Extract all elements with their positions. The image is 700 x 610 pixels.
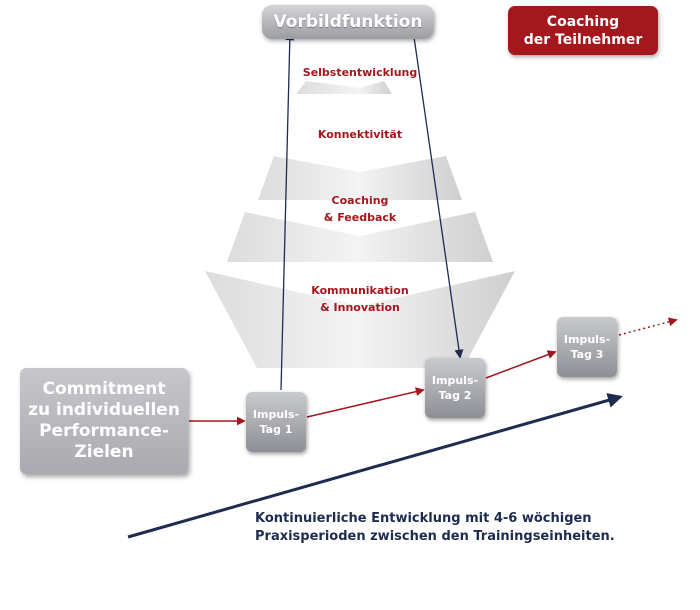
vorbildfunktion-badge: Vorbildfunktion <box>262 5 434 39</box>
impuls-tag-2-line-1: Impuls- <box>431 374 479 387</box>
pyramid-label-coaching-feedback: Coaching & Feedback <box>270 192 450 226</box>
commitment-line-3: Performance- <box>39 421 169 441</box>
development-arrow <box>127 393 623 539</box>
coaching-badge: Coaching der Teilnehmer <box>508 6 658 55</box>
caption-line-1: Kontinuierliche Entwicklung mit 4-6 wöch… <box>255 511 592 526</box>
coaching-line-2: der Teilnehmer <box>523 31 643 48</box>
pyramid-label-line: Kommunikation <box>311 284 409 297</box>
impuls-tag-2-line-2: Tag 2 <box>438 389 472 402</box>
flow-arrow-tag1-to-tag2 <box>306 387 425 418</box>
vorbildfunktion-label: Vorbildfunktion <box>273 12 423 32</box>
pyramid-label-line: Konnektivität <box>317 128 403 141</box>
coaching-line-1: Coaching <box>546 13 620 30</box>
commitment-box: Commitment zu individuellen Performance-… <box>20 368 188 474</box>
pyramid-label-konnektivitaet: Konnektivität <box>270 126 450 143</box>
commitment-line-1: Commitment <box>42 379 166 399</box>
impuls-tag-3-line-1: Impuls- <box>563 333 611 346</box>
impuls-tag-2-box: Impuls- Tag 2 <box>425 358 485 418</box>
impuls-tag-3-line-2: Tag 3 <box>570 348 604 361</box>
commitment-line-4: Zielen <box>74 442 134 462</box>
impuls-tag-1-line-1: Impuls- <box>252 408 300 421</box>
pyramid-label-line: Selbstentwicklung <box>302 66 418 79</box>
pyramid-label-line: & Feedback <box>323 211 397 224</box>
caption-line-2: Praxisperioden zwischen den Trainingsein… <box>255 529 615 544</box>
pyramid-tier-1 <box>296 56 392 94</box>
arrow-tag1-to-vorbildfunktion <box>280 31 295 391</box>
impuls-tag-1-box: Impuls- Tag 1 <box>246 392 306 452</box>
impuls-tag-3-box: Impuls- Tag 3 <box>557 317 617 377</box>
pyramid-label-kommunikation-innovation: Kommunikation & Innovation <box>270 282 450 316</box>
pyramid-label-line: Coaching <box>331 194 389 207</box>
pyramid-label-line: & Innovation <box>320 301 400 314</box>
development-caption: Kontinuierliche Entwicklung mit 4-6 wöch… <box>255 510 695 546</box>
commitment-line-2: zu individuellen <box>28 400 180 420</box>
arrow-vorbildfunktion-to-tag2 <box>412 29 464 359</box>
pyramid-label-selbstentwicklung: Selbstentwicklung <box>270 64 450 81</box>
flow-arrow-tag3-dotted <box>618 317 678 336</box>
flow-arrow-tag2-to-tag3 <box>485 350 557 379</box>
impuls-tag-1-line-2: Tag 1 <box>259 423 293 436</box>
